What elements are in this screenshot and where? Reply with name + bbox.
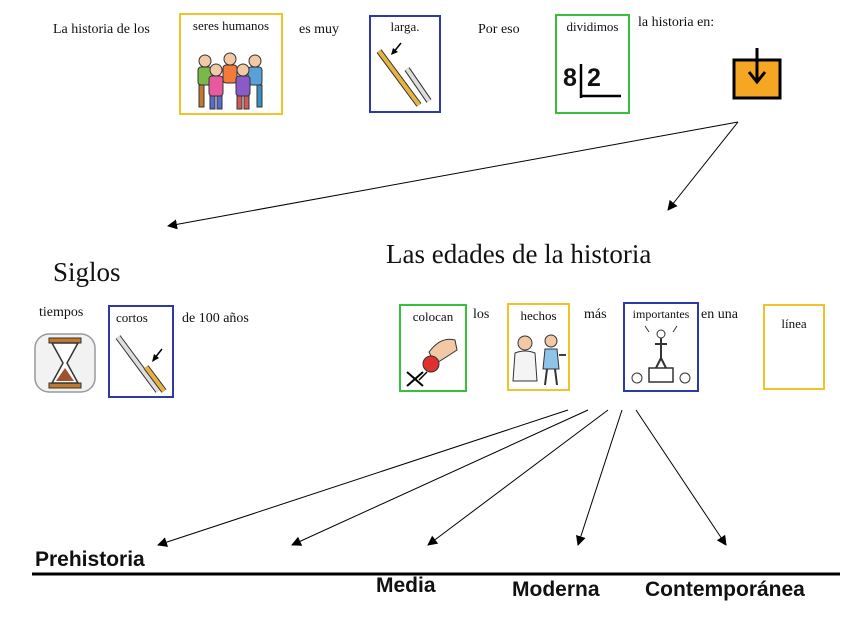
card-seres-humanos-label: seres humanos <box>192 18 270 33</box>
podium-icon <box>631 325 691 384</box>
card-hechos-label: hechos <box>520 308 557 323</box>
era-media: Media <box>376 574 436 597</box>
card-colocan-label: colocan <box>412 309 454 324</box>
put-in-box-icon <box>732 48 782 100</box>
card-larga: larga. <box>369 15 441 113</box>
text-en-una: en una <box>701 307 738 322</box>
text-mas: más <box>584 307 607 322</box>
era-contemporanea: Contemporánea <box>645 578 805 601</box>
text-es-muy: es muy <box>299 22 340 37</box>
siglos-title: Siglos <box>53 257 121 287</box>
card-dividimos: dividimos 8 2 <box>555 14 630 114</box>
facts-people-icon <box>512 334 566 386</box>
arrow-to-edades <box>667 121 739 211</box>
text-la-historia-en: la historia en: <box>638 15 715 30</box>
dividend-digit: 8 <box>563 64 577 92</box>
card-cortos: cortos <box>108 305 174 398</box>
arrow-to-prehistoria <box>157 409 569 547</box>
edades-title: Las edades de la historia <box>386 239 652 269</box>
text-la-historia-de-los: La historia de los <box>53 22 150 37</box>
text-tiempos: tiempos <box>39 305 84 320</box>
arrow-to-moderna <box>576 409 623 546</box>
card-linea: línea <box>763 304 825 390</box>
pencils-icon <box>376 42 432 107</box>
card-cortos-label: cortos <box>116 310 148 325</box>
text-los: los <box>473 307 490 322</box>
division-icon <box>579 64 621 98</box>
arrow-to-siglos <box>167 121 739 230</box>
card-importantes-label: importantes <box>632 307 690 321</box>
place-hand-icon <box>406 338 458 387</box>
card-importantes: importantes <box>623 302 699 392</box>
card-hechos: hechos <box>507 303 570 391</box>
era-prehistoria: Prehistoria <box>35 548 145 571</box>
arrow-to-media <box>427 409 609 546</box>
hourglass-icon <box>34 333 96 393</box>
card-larga-label: larga. <box>390 19 420 34</box>
arrow-to-contemporanea <box>635 409 727 546</box>
text-por-eso: Por eso <box>478 22 520 37</box>
divisor-digit: 2 <box>587 64 601 92</box>
card-seres-humanos: seres humanos <box>179 13 283 115</box>
card-colocan: colocan <box>399 304 467 392</box>
people-group-icon <box>197 52 263 110</box>
text-de-100-anos: de 100 años <box>182 311 249 326</box>
card-linea-label: línea <box>781 316 807 331</box>
card-dividimos-label: dividimos <box>566 19 619 34</box>
era-moderna: Moderna <box>512 578 600 601</box>
short-pencils-icon <box>115 335 167 393</box>
arrow-to-antigua <box>291 409 589 546</box>
